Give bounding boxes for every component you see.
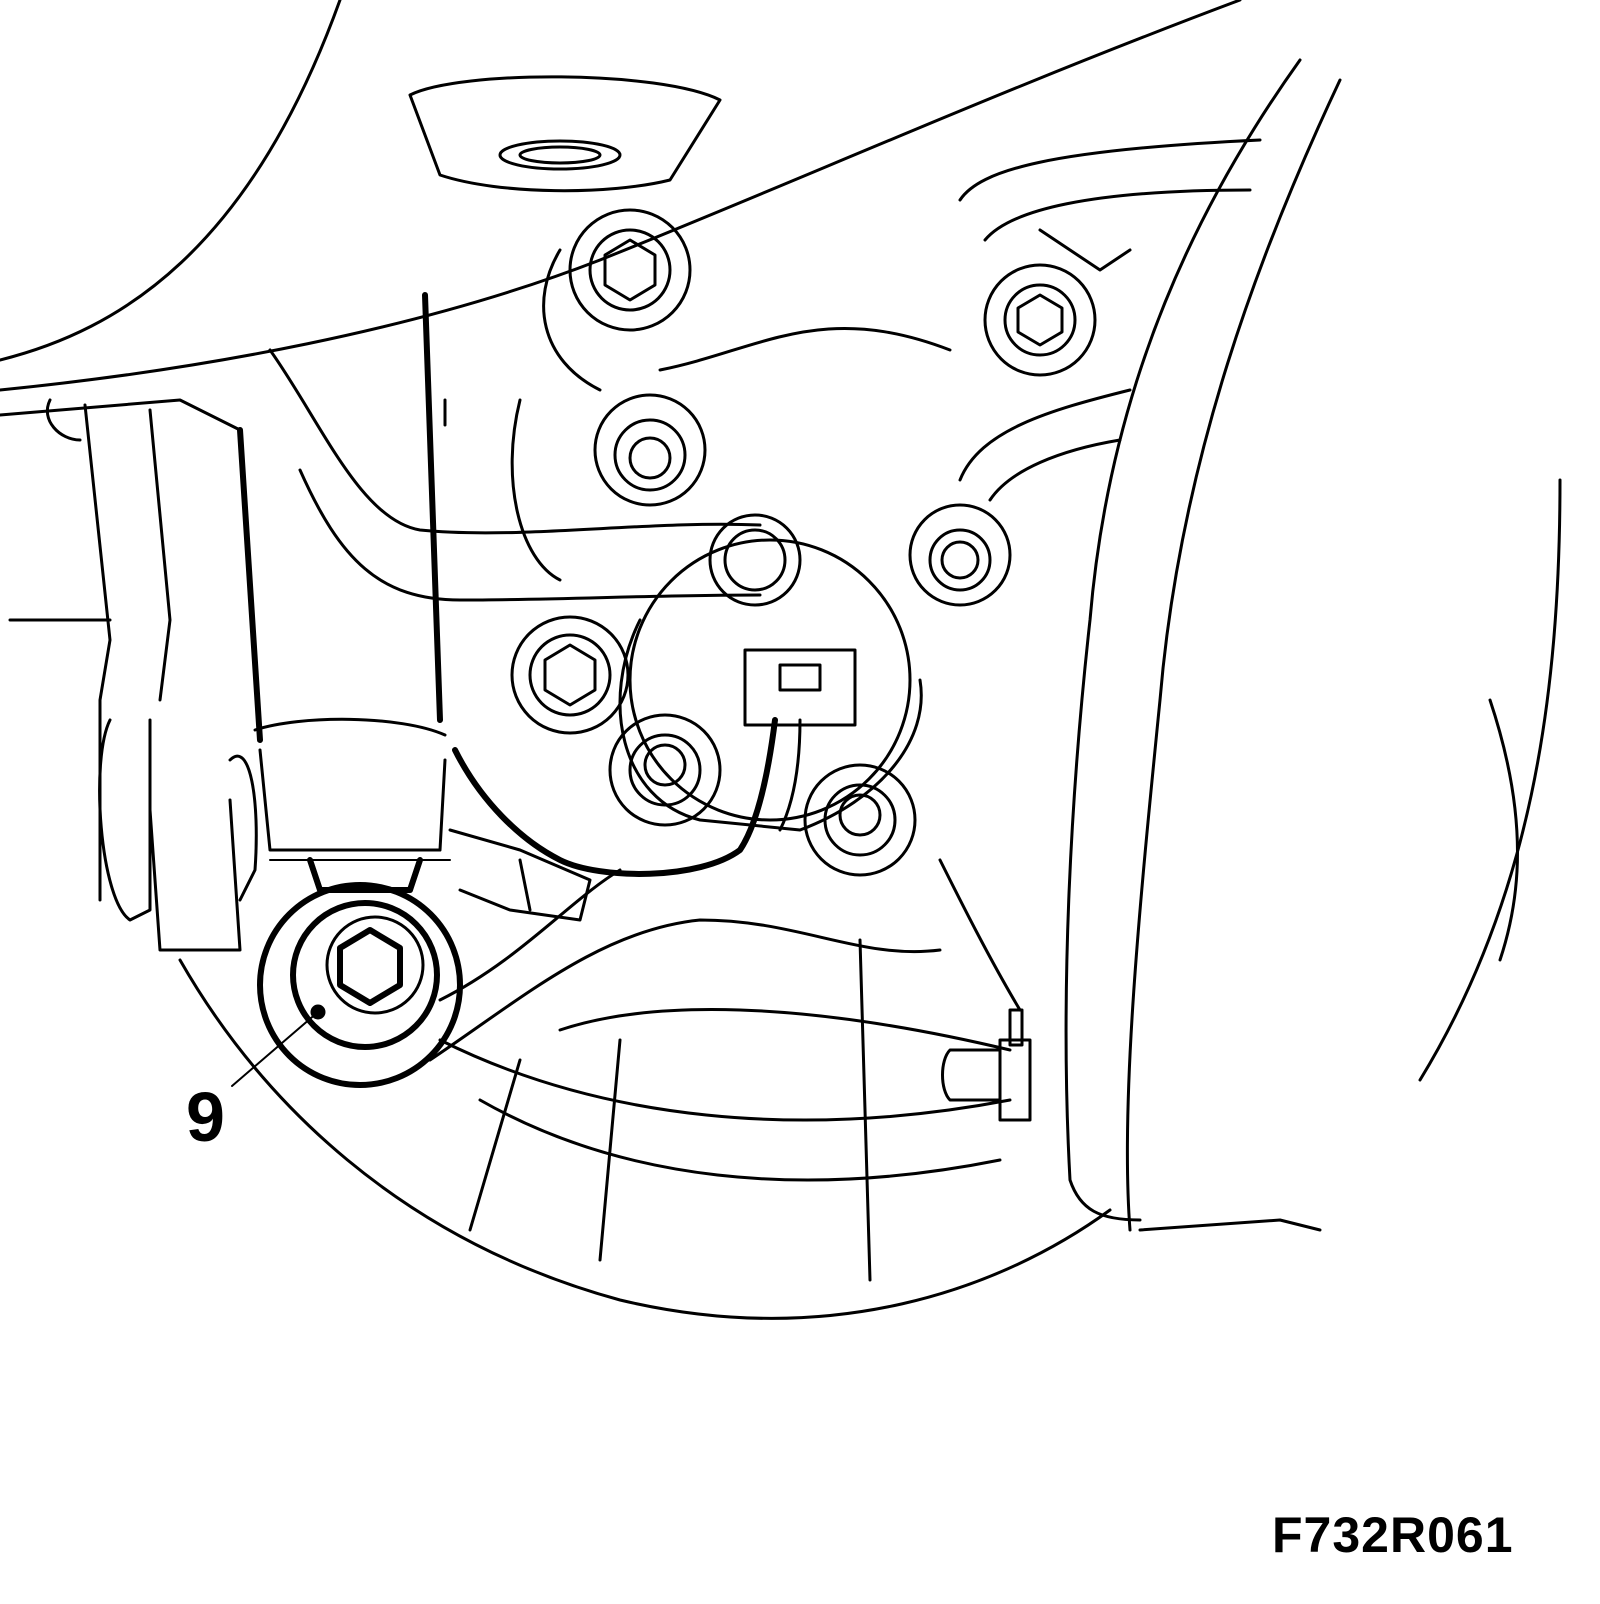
hub-bolt-7 [983,263,1097,377]
body-panel [0,0,1242,432]
shock-absorber [237,292,451,861]
hub-bolt-3 [510,615,630,735]
brake-fitting [941,1008,1032,1122]
wheel-hub [510,248,952,832]
hub-bolt-5 [803,763,917,877]
hub-bolt-6 [908,503,1012,607]
abs-sensor-connector [452,648,857,877]
hub-bolt-4 [608,713,722,827]
lower-control-arm [428,858,1022,1062]
figure-code: F732R061 [1272,1507,1514,1563]
callout-label-9: 9 [186,1078,225,1156]
trailing-arm [8,398,258,952]
bushing-bolt [257,857,463,1088]
hub-bolt-2 [593,393,707,507]
wheel-arch [1064,58,1562,1232]
brake-backing-plate [178,938,1112,1320]
brake-line [958,138,1262,502]
sensor-plug [448,828,592,922]
callout-dot-9 [310,1004,326,1020]
control-rod [268,348,802,607]
hub-bolt-1 [568,208,692,332]
upper-mount [408,75,722,193]
callout-leader-9 [231,1011,319,1087]
